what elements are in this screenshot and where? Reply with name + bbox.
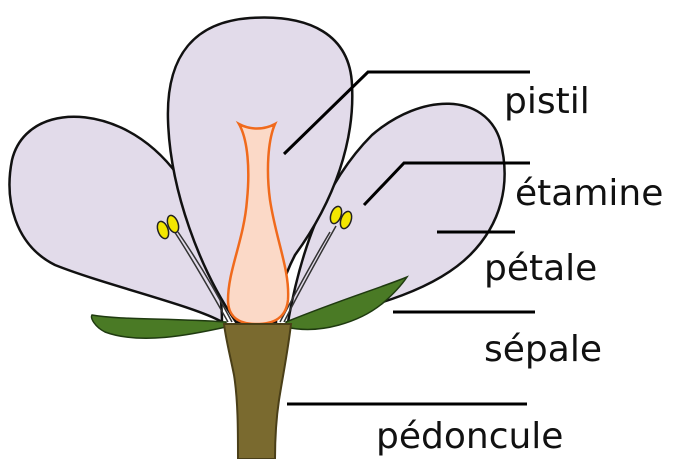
pistil-label: pistil xyxy=(504,81,590,122)
pedoncule-label: pédoncule xyxy=(376,416,563,457)
left-sepal xyxy=(92,315,226,338)
stem xyxy=(224,324,291,459)
etamine-label: étamine xyxy=(515,173,663,214)
petale-label: pétale xyxy=(484,248,597,289)
sepale-label: sépale xyxy=(484,329,602,370)
